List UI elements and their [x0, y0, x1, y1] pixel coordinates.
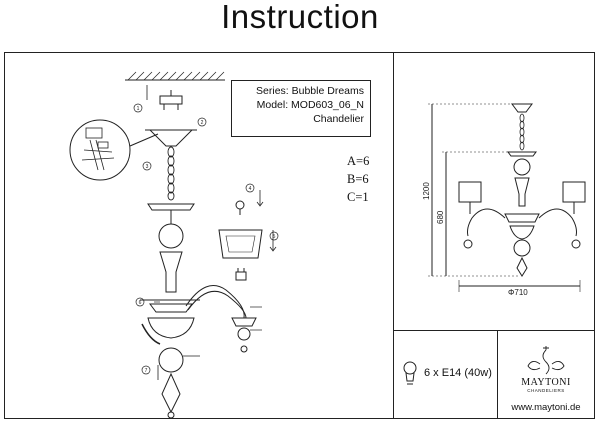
glass-shade-icon	[218, 229, 263, 259]
step-label: 4	[249, 186, 252, 192]
top-plate-icon	[147, 203, 195, 211]
part-c-count: C=1	[347, 190, 369, 204]
lower-sphere-icon	[158, 347, 184, 373]
type-label: Chandelier	[313, 113, 364, 125]
socket-icon	[235, 271, 247, 281]
lightbulb-icon	[403, 361, 417, 385]
brand-tagline: CHANDELIERS	[527, 388, 565, 393]
step-label: 3	[146, 164, 149, 170]
divider-footer	[497, 330, 498, 419]
ceiling-hatch-icon	[125, 71, 225, 81]
dimension-body-height: 680	[436, 210, 445, 224]
upper-sphere-icon	[158, 223, 184, 249]
step-label: 5	[273, 234, 276, 240]
instruction-frame	[4, 52, 595, 419]
overview-diagram	[428, 103, 586, 292]
dimension-diameter: Φ710	[508, 288, 528, 297]
detail-magnifier-icon	[69, 119, 131, 181]
step-label: 1	[137, 106, 140, 112]
divider-vertical	[393, 52, 394, 419]
part-b-count: B=6	[347, 172, 369, 186]
step-label: 6	[139, 300, 142, 306]
chain-icon	[167, 146, 175, 201]
dimension-total-height: 1200	[422, 182, 431, 200]
part-a-count: A=6	[347, 154, 370, 168]
brand-name: MAYTONI	[521, 377, 571, 388]
arm-hub-icon	[149, 303, 193, 313]
bowl-icon	[147, 317, 195, 339]
mounting-bracket-icon	[159, 90, 183, 110]
product-info-box: Series: Bubble Dreams Model: MOD603_06_N…	[231, 80, 371, 137]
stem-vase-icon	[159, 251, 183, 293]
series-label: Series: Bubble Dreams	[256, 85, 364, 97]
page-title: Instruction	[221, 0, 379, 35]
parts-count-list: A=6 B=6 C=1	[347, 152, 369, 206]
brand-website: www.maytoni.de	[511, 402, 581, 413]
maytoni-logo-icon	[527, 346, 565, 375]
model-label: Model: MOD603_06_N	[256, 99, 364, 111]
bulb-spec: 6 x E14 (40w)	[424, 367, 492, 379]
bulb-part-icon	[235, 200, 245, 215]
step-label: 7	[145, 368, 148, 374]
divider-horizontal	[393, 330, 595, 331]
step-label: 2	[201, 120, 204, 126]
